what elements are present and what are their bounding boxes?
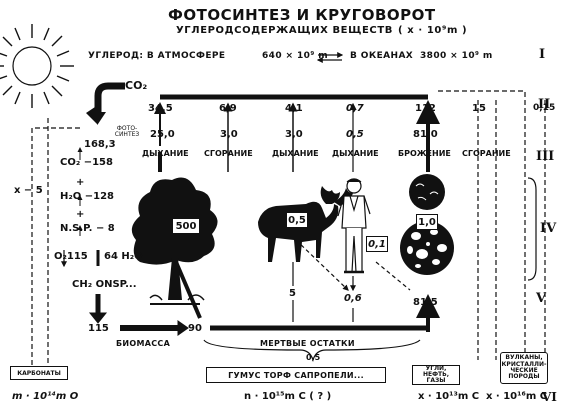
biomass-label: БИОМАССА bbox=[116, 339, 171, 348]
dead-remains-label: МЕРТВЫЕ ОСТАТКИ bbox=[260, 339, 355, 348]
col2-top: 6,9 bbox=[219, 103, 237, 114]
dead-remains-value: 90 bbox=[188, 323, 202, 334]
nsp-consumed: N.S.P. − 8 bbox=[60, 223, 115, 234]
tree-icon bbox=[131, 177, 218, 305]
col1-mid: 25,0 bbox=[150, 129, 175, 140]
biomass-value: 115 bbox=[88, 323, 109, 334]
humus-flux: 0,5 bbox=[306, 353, 321, 362]
photosynthesis-label: ФОТО- СИНТЕЗ bbox=[114, 125, 140, 139]
col4-mid: 0,5 bbox=[346, 129, 364, 140]
page-subtitle: УГЛЕРОДСОДЕРЖАЩИХ ВЕЩЕСТВ bbox=[176, 25, 393, 36]
tree-biomass-box: 500 bbox=[172, 218, 200, 234]
page-title: ФОТОСИНТЕЗ И КРУГОВОРОТ bbox=[168, 6, 436, 24]
col5-mid: 81,0 bbox=[413, 129, 438, 140]
carbonate-dashed bbox=[31, 118, 80, 365]
level-iv: IV bbox=[540, 221, 557, 236]
dashed-return-lines bbox=[438, 90, 546, 370]
col3-mid: 3,0 bbox=[285, 129, 303, 140]
level-v: V bbox=[536, 291, 547, 306]
coal-unit: x · 10¹³m C bbox=[418, 391, 480, 402]
col3-bottom: 5 bbox=[289, 288, 296, 299]
oceans-label: В ОКЕАНАХ bbox=[350, 51, 414, 61]
col1-top: 34,5 bbox=[148, 103, 173, 114]
level-i: I bbox=[539, 47, 546, 62]
humus-brace bbox=[203, 339, 421, 363]
level-bracket bbox=[527, 177, 537, 281]
right-combustion-label: СГОРАНИЕ bbox=[462, 149, 511, 158]
plus-1: + bbox=[76, 177, 85, 188]
carbon-atmosphere-label: УГЛЕРОД: В АТМОСФЕРЕ bbox=[88, 51, 226, 61]
carbonates-box: КАРБОНАТЫ bbox=[10, 366, 68, 380]
humus-box: ГУМУС ТОРФ САПРОПЕЛИ... bbox=[206, 367, 386, 383]
oceans-value: 3800 × 10⁹ m bbox=[420, 51, 493, 61]
volcano-unit: x · 10¹⁶m C bbox=[486, 391, 548, 402]
atmosphere-value: 640 × 10⁹ m bbox=[262, 51, 328, 61]
col4-top: 0,7 bbox=[346, 103, 364, 114]
respiration-arrows bbox=[154, 100, 440, 172]
col5-process: БРОЖЕНИЕ bbox=[398, 149, 451, 158]
microbe-biomass-box: 1,0 bbox=[416, 214, 438, 230]
col5-bottom: 81,5 bbox=[413, 297, 438, 308]
co2-consumed: CO₂ −158 bbox=[60, 157, 113, 168]
carbonates-unit: m · 10¹⁴m O bbox=[12, 391, 79, 402]
exchange-arrows bbox=[316, 52, 344, 63]
col4-process: ДЫХАНИЕ bbox=[332, 149, 379, 158]
volcano-box: ВУЛКАНЫ, КРИСТАЛЛИ- ЧЕСКИЕ ПОРОДЫ bbox=[500, 352, 548, 384]
sun-icon bbox=[0, 24, 74, 108]
humus-unit: n · 10¹⁵m C ( ? ) bbox=[244, 391, 332, 402]
plus-2: + bbox=[76, 209, 85, 220]
photosynthesis-arrows bbox=[61, 147, 108, 324]
co2-label: CO₂ bbox=[125, 79, 148, 92]
carbonate-flux: x − 5 bbox=[14, 185, 43, 196]
o2-released: O₂115 bbox=[54, 251, 88, 262]
biomass-arrow bbox=[120, 294, 440, 336]
col3-process: ДЫХАНИЕ bbox=[272, 149, 319, 158]
photosynthesis-value: 168,3 bbox=[84, 139, 116, 150]
moose-biomass-box: 0,5 bbox=[286, 212, 308, 228]
h2o-consumed: H₂O −128 bbox=[60, 191, 114, 202]
col5-top: 112 bbox=[415, 103, 436, 114]
col4-bottom: 0,6 bbox=[344, 293, 362, 304]
col1-process: ДЫХАНИЕ bbox=[142, 149, 189, 158]
organic-product: CH₂ ONSP... bbox=[72, 279, 137, 290]
col2-mid: 3,0 bbox=[220, 129, 238, 140]
level-vi: VI bbox=[542, 390, 557, 404]
level-iii: III bbox=[536, 149, 555, 164]
main-cycle-arrow bbox=[86, 82, 428, 125]
right-value-015: 0,15 bbox=[533, 103, 556, 113]
decay-arrows bbox=[174, 239, 411, 322]
man-biomass-box: 0,1 bbox=[366, 236, 388, 252]
subtitle-unit: ( x · 10⁹m ) bbox=[398, 25, 468, 36]
microbe-icon bbox=[400, 174, 454, 275]
h2o-released: 64 H₂O bbox=[104, 251, 143, 262]
level-ii: II bbox=[538, 97, 551, 112]
man-icon bbox=[337, 178, 371, 274]
right-value-15: 15 bbox=[472, 103, 486, 114]
col3-top: 4,1 bbox=[285, 103, 303, 114]
col2-process: СГОРАНИЕ bbox=[204, 149, 253, 158]
coal-box: УГЛИ, НЕФТЬ, ГАЗЫ bbox=[412, 365, 460, 385]
